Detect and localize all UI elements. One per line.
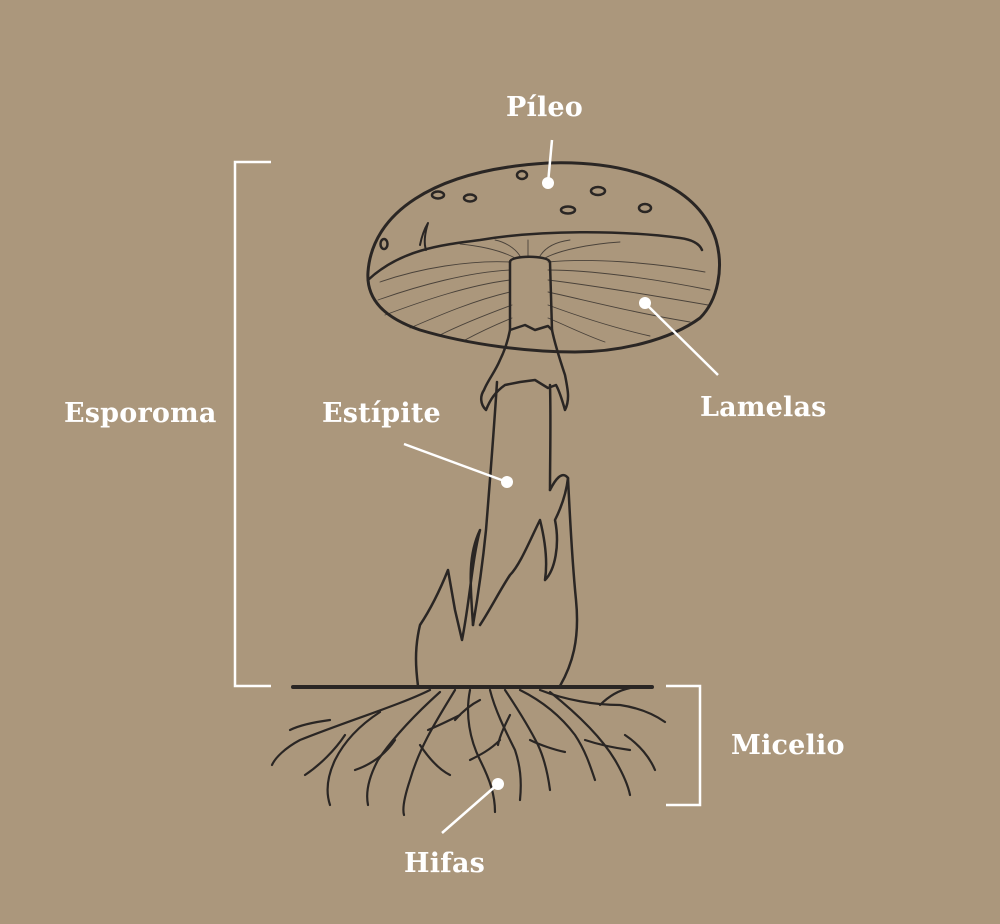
gill-edge <box>366 230 704 282</box>
stem-upper <box>508 255 554 332</box>
cap-outline <box>366 161 721 354</box>
label-hifas: Hifas <box>404 848 486 879</box>
gills <box>377 239 711 343</box>
volva <box>414 528 482 688</box>
hifas-callout <box>441 778 504 834</box>
estipite-callout <box>403 442 513 488</box>
label-esporoma: Esporoma <box>64 398 217 429</box>
pileo-callout <box>542 139 554 189</box>
label-micelio: Micelio <box>731 730 845 761</box>
hyphae <box>270 686 667 817</box>
ring <box>480 323 570 412</box>
cap-spots <box>379 169 653 251</box>
label-lamelas: Lamelas <box>700 392 827 423</box>
stem-lower <box>471 380 499 627</box>
lamelas-callout <box>639 297 719 376</box>
label-pileo: Píleo <box>506 92 584 123</box>
esporoma-bracket <box>233 160 271 688</box>
micelio-bracket <box>666 684 702 807</box>
label-estipite: Estípite <box>322 398 441 429</box>
